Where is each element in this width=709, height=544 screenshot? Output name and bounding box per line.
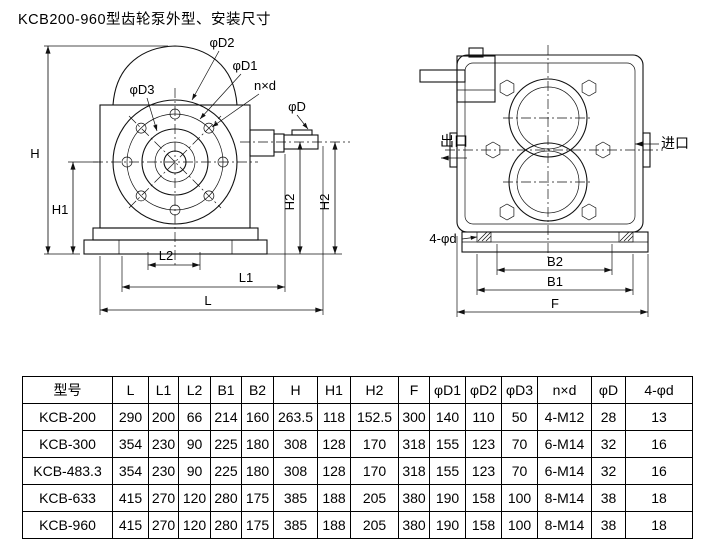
dimension-table: 型号 L L1 L2 B1 B2 H H1 H2 F φD1 φD2 φD3 n… [22,376,693,539]
dim-label-b1: B1 [547,274,563,289]
dim-label-l2: L2 [159,248,173,263]
dim-label-4phid: 4-φd [429,231,456,246]
cell-model: KCB-300 [22,430,113,458]
dim-label-l: L [204,293,211,308]
dim-label-b2: B2 [547,254,563,269]
dim-label-phid: φD [288,99,306,114]
pump-body-front [83,45,268,255]
col-header-4phid: 4-φd [625,376,693,404]
cell-model: KCB-960 [22,511,113,539]
foot-hole-callout: 4-φd [429,231,478,246]
col-header-phid2: φD2 [465,376,502,404]
col-header-phid1: φD1 [429,376,466,404]
front-view-dimensions: H H1 H2 H2 L2 L1 L [30,45,342,315]
dim-label-h: H [30,146,39,161]
col-header-phid3: φD3 [501,376,538,404]
page-title: KCB200-960型齿轮泵外型、安装尺寸 [18,12,272,28]
col-header-h1: H1 [317,376,351,404]
dim-label-phid1: φD1 [232,58,257,73]
dim-label-f: F [551,296,559,311]
dim-label-h2-right: H2 [317,194,332,211]
col-header-phid: φD [591,376,626,404]
col-header-b2: B2 [241,376,274,404]
pump-body-side [419,47,651,253]
front-view-centerlines [93,88,350,268]
drive-shaft [249,129,319,157]
dim-label-phid2: φD2 [209,35,234,50]
side-view-drawing: 出口 进口 4-φd B2 B1 F [419,45,689,317]
col-header-h2: H2 [350,376,399,404]
front-view-leader-labels: φD2 φD1 φD3 n×d φD [129,35,309,132]
col-header-l2: L2 [178,376,211,404]
side-view-dimensions: B2 B1 F [456,236,649,317]
cell-model: KCB-200 [22,403,113,431]
col-header-l: L [112,376,149,404]
port-labels: 出口 进口 [440,133,689,161]
col-header-model: 型号 [22,376,113,404]
col-header-l1: L1 [148,376,179,404]
front-view-drawing: H H1 H2 H2 L2 L1 L φD2 φD1 φD3 n×d [30,35,350,315]
col-header-f: F [398,376,430,404]
dim-label-nxd: n×d [254,78,276,93]
table-header-row: 型号 L L1 L2 B1 B2 H H1 H2 F φD1 φD2 φD3 n… [22,376,693,404]
col-header-nxd: n×d [537,376,592,404]
cell-model: KCB-483.3 [22,457,113,485]
dim-label-phid3: φD3 [129,82,154,97]
side-view-centerlines [445,45,663,258]
inlet-label: 进口 [661,135,689,151]
cell-model: KCB-633 [22,484,113,512]
col-header-b1: B1 [210,376,242,404]
flange-circles [112,99,238,225]
dim-label-h1: H1 [52,202,69,217]
col-header-h: H [273,376,318,404]
outlet-label: 出口 [440,133,468,149]
dim-label-l1: L1 [239,270,253,285]
dim-label-h2-left: H2 [282,194,297,211]
